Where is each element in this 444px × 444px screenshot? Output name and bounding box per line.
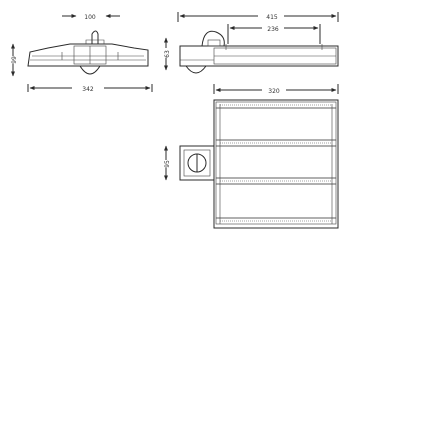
front-luminaire-body xyxy=(27,30,149,75)
dim-front-height: 99 xyxy=(11,43,18,77)
dim-front-length-label: 342 xyxy=(82,86,94,93)
plan-view: 320 xyxy=(164,84,339,229)
dim-side-total: 415 xyxy=(177,12,339,22)
dim-plan-width: 320 xyxy=(213,84,339,95)
dim-front-length: 342 xyxy=(27,84,153,93)
dim-front-width-label: 100 xyxy=(84,14,96,21)
dim-plan-width-label: 320 xyxy=(268,88,280,95)
dim-plan-depth-label: 95 xyxy=(164,160,171,168)
plan-outer-frame xyxy=(213,99,339,229)
front-view: 100 99 342 xyxy=(11,14,153,93)
plan-led-strips xyxy=(215,101,337,225)
dim-front-width: 100 xyxy=(62,14,120,21)
dim-side-inner: 236 xyxy=(227,24,321,44)
dim-front-height-label: 99 xyxy=(11,56,18,64)
plan-driver-box xyxy=(179,145,215,181)
dim-side-height-label: 63 xyxy=(164,50,171,58)
dim-side-inner-label: 236 xyxy=(267,26,279,33)
side-view: 415 236 63 xyxy=(164,12,339,74)
dim-side-total-label: 415 xyxy=(266,14,278,21)
dim-side-height: 63 xyxy=(164,37,171,71)
side-luminaire-body xyxy=(179,30,339,74)
dim-plan-depth: 95 xyxy=(164,145,171,181)
